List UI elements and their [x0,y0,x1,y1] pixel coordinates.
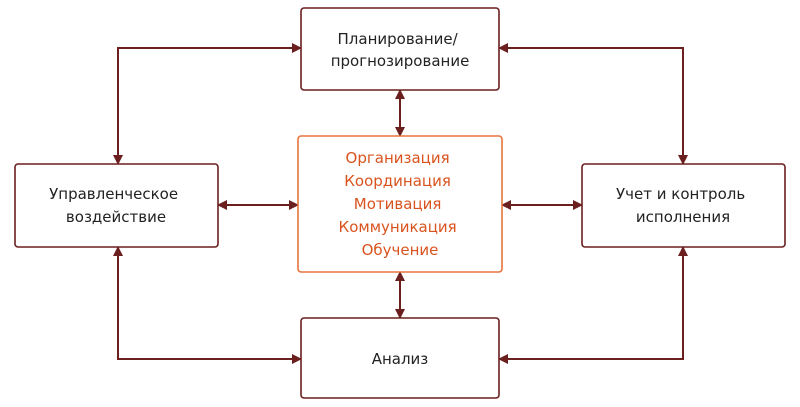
node-bottom-box [300,317,500,399]
connector-bottom-right [498,246,688,364]
node-top-line-1: Планирование/ [338,30,459,48]
node-left: Управленческое воздействие [14,163,219,248]
node-top: Планирование/ прогнозирование [300,7,500,91]
node-left-label: Управленческое воздействие [49,185,183,226]
node-right-label: Учет и контроль исполнения [616,185,750,226]
node-right-line-1: Учет и контроль [616,185,745,203]
node-left-box [14,163,219,248]
node-right-box [581,163,786,248]
node-left-line-2: воздействие [66,208,166,226]
node-right: Учет и контроль исполнения [581,163,786,248]
node-right-line-2: исполнения [636,208,730,226]
connector-left-bottom [113,246,302,364]
node-center-line-3: Мотивация [354,195,442,213]
connector-top-right [498,43,688,165]
node-center-line-5: Обучение [362,241,439,259]
node-bottom-label: Анализ [372,350,429,368]
node-center-line-2: Координация [344,172,451,190]
node-bottom: Анализ [300,317,500,399]
node-top-label: Планирование/ прогнозирование [331,30,470,70]
node-top-box [300,7,500,91]
connectors [113,43,688,364]
node-center-line-1: Организация [346,149,450,167]
node-center-line-4: Коммуникация [339,218,457,236]
node-center: Организация Координация Мотивация Коммун… [297,135,503,273]
node-left-line-1: Управленческое [49,185,178,203]
connector-left-top [113,43,302,165]
node-top-line-2: прогнозирование [331,52,470,70]
node-center-box [297,135,503,273]
node-bottom-line-1: Анализ [372,350,429,368]
node-center-label: Организация Координация Мотивация Коммун… [339,149,462,259]
